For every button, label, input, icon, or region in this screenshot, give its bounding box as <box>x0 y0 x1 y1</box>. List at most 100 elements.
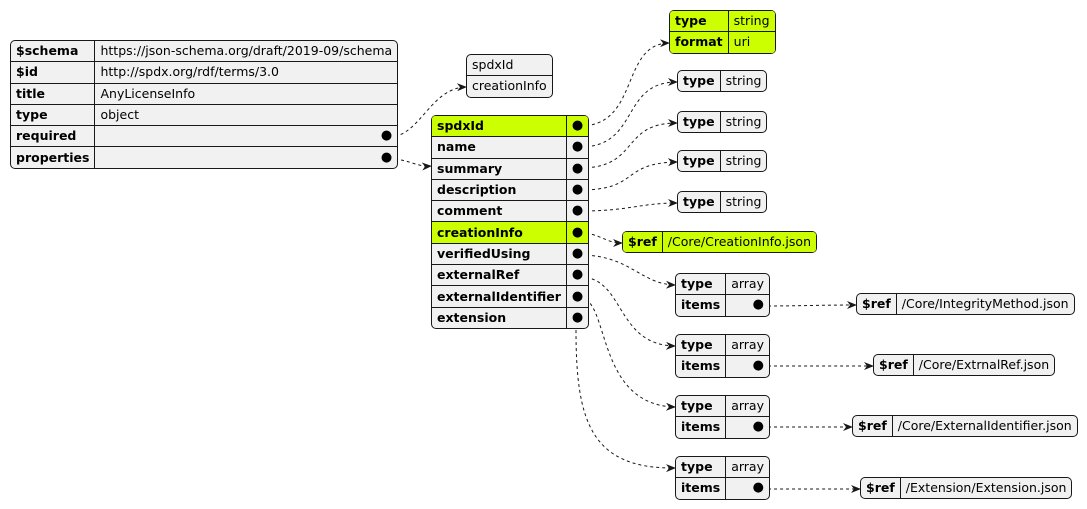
items-key: items <box>676 295 727 316</box>
property-spdxid: spdxId <box>432 116 567 138</box>
row-format: format uri <box>670 32 775 53</box>
type-key: type <box>11 104 96 127</box>
dot-icon: ● <box>566 286 589 308</box>
dot-icon: ● <box>566 137 589 159</box>
type-value: string <box>725 153 762 169</box>
type-key: type <box>678 151 721 172</box>
externalidentifier-ref-table: $ref /Core/ExternalIdentifier.json <box>852 415 1078 438</box>
type-value: string <box>725 194 762 210</box>
root-schema-table: $schema https://json-schema.org/draft/20… <box>10 40 399 169</box>
required-item: creationInfo <box>467 76 552 96</box>
id-key: $id <box>11 62 96 84</box>
property-comment: comment <box>432 201 567 223</box>
spdxid-schema-table: type string format uri <box>669 10 776 54</box>
property-row: verifiedUsing ● <box>432 243 589 266</box>
type-key: type <box>676 335 727 357</box>
dot-icon: ● <box>752 419 764 435</box>
summary-schema-table: type string <box>677 111 768 134</box>
row-ref: $ref /Core/CreationInfo.json <box>623 232 816 253</box>
integritymethod-ref-table: $ref /Core/IntegrityMethod.json <box>856 293 1075 316</box>
type-key: type <box>676 274 727 296</box>
edge-summary <box>579 119 678 169</box>
row-ref: $ref /Core/IntegrityMethod.json <box>857 294 1074 315</box>
ref-value: /Core/CreationInfo.json <box>662 232 816 253</box>
dot-icon: ● <box>566 244 589 266</box>
row-title: title AnyLicenseInfo <box>11 83 398 105</box>
type-value: array <box>726 396 769 418</box>
edge-items-verifiedusing <box>761 301 857 310</box>
property-name: name <box>432 137 567 159</box>
required-key: required <box>11 126 96 148</box>
property-extension: extension <box>432 307 567 328</box>
property-row: spdxId ● <box>432 116 589 138</box>
type-key: type <box>678 192 721 213</box>
items-key: items <box>676 356 727 377</box>
row-type: type array <box>676 274 769 296</box>
property-row: name ● <box>432 137 589 159</box>
dot-icon: ● <box>566 180 589 202</box>
property-externalref: externalRef <box>432 265 567 287</box>
type-value: string <box>728 11 775 33</box>
edge-verifiedusing <box>579 254 676 289</box>
type-value: string <box>725 73 762 89</box>
creationinfo-ref-table: $ref /Core/CreationInfo.json <box>622 231 817 254</box>
edge-description <box>579 158 678 191</box>
row-properties: properties ● <box>11 147 397 168</box>
dot-icon: ● <box>380 149 393 165</box>
externalidentifier-array-table: type array items ● <box>675 395 770 439</box>
row-type: type string <box>678 112 766 133</box>
property-row: creationInfo ● <box>432 222 589 244</box>
dot-icon: ● <box>752 358 764 374</box>
property-row: description ● <box>432 179 589 202</box>
required-item: spdxId <box>467 55 552 77</box>
schema-key: $schema <box>11 41 96 63</box>
required-item-spdxid: spdxId <box>467 55 552 77</box>
ref-key: $ref <box>623 232 663 253</box>
description-schema-table: type string <box>677 150 768 173</box>
row-items: items ● <box>676 478 769 499</box>
property-externalidentifier: externalIdentifier <box>432 286 567 308</box>
id-value: http://spdx.org/rdf/terms/3.0 <box>95 62 398 84</box>
type-key: type <box>670 11 729 33</box>
type-value: array <box>726 335 769 357</box>
ref-value: /Core/IntegrityMethod.json <box>901 296 1069 312</box>
dot-icon: ● <box>566 265 589 287</box>
edge-comment <box>579 199 678 212</box>
row-ref: $ref /Core/ExternalIdentifier.json <box>853 416 1077 437</box>
ref-key: $ref <box>857 294 897 315</box>
property-creationinfo: creationInfo <box>432 222 567 244</box>
row-type: type array <box>676 396 769 418</box>
ref-value: /Core/ExternalIdentifier.json <box>897 418 1072 434</box>
ref-key: $ref <box>853 416 893 437</box>
type-key: type <box>676 396 727 418</box>
property-description: description <box>432 179 567 202</box>
row-items: items ● <box>676 295 769 316</box>
comment-schema-table: type string <box>677 191 768 214</box>
row-type: type object <box>11 104 398 127</box>
format-value: uri <box>728 32 775 53</box>
verifiedusing-array-table: type array items ● <box>675 273 770 317</box>
schema-value: https://json-schema.org/draft/2019-09/sc… <box>95 41 398 63</box>
edge-name <box>579 78 678 148</box>
row-schema: $schema https://json-schema.org/draft/20… <box>11 41 398 63</box>
property-row: extension ● <box>432 307 588 328</box>
dot-icon: ● <box>571 309 584 325</box>
row-type: type string <box>670 11 775 33</box>
row-required: required ● <box>11 126 398 148</box>
format-key: format <box>670 32 729 53</box>
required-list-table: spdxId creationInfo <box>466 54 553 98</box>
required-item-creationinfo: creationInfo <box>472 78 547 94</box>
dot-icon: ● <box>752 297 764 313</box>
property-row: externalRef ● <box>432 265 589 287</box>
dot-icon: ● <box>566 159 589 180</box>
dot-icon: ● <box>566 222 589 244</box>
property-summary: summary <box>432 158 567 180</box>
ref-key: $ref <box>861 478 901 499</box>
row-type: type string <box>678 71 766 92</box>
edge-extension <box>575 329 676 473</box>
row-ref: $ref /Extension/Extension.json <box>861 478 1071 499</box>
edge-externalref <box>579 276 676 350</box>
ref-value: /Core/ExtrnalRef.json <box>918 357 1050 373</box>
type-value: array <box>726 457 769 479</box>
property-row: comment ● <box>432 201 589 223</box>
